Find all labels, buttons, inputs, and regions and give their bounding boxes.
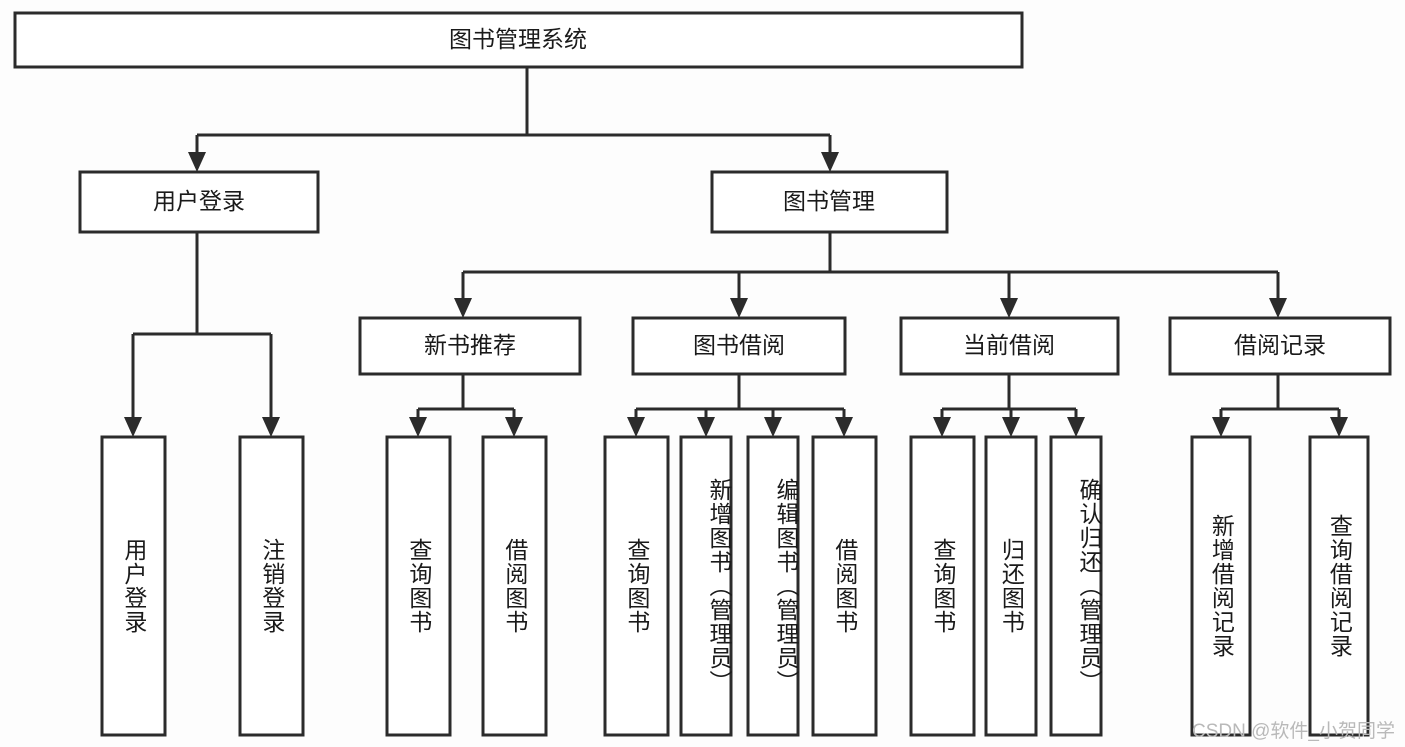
node-book-manage[interactable]: 图书管理: [710, 170, 949, 234]
edge-borrowrecord-to-leaves: [1212, 374, 1348, 437]
node-borrow-record-label: 借阅记录: [1234, 332, 1326, 358]
node-leaf-query-book-3[interactable]: [909, 435, 976, 737]
node-leaf-query-book-1[interactable]: [385, 435, 452, 737]
node-new-book-recommend-label: 新书推荐: [424, 332, 516, 358]
node-leaf-add-borrow-record[interactable]: [1190, 435, 1252, 737]
node-leaf-query-borrow-record[interactable]: [1308, 435, 1370, 737]
node-leaf-user-login[interactable]: [100, 435, 167, 737]
edge-currentborrow-to-leaves: [933, 374, 1085, 437]
node-leaf-confirm-return-admin[interactable]: [1049, 435, 1103, 737]
edge-bookborrow-to-leaves: [627, 374, 853, 437]
node-root-label: 图书管理系统: [449, 26, 587, 52]
node-root[interactable]: 图书管理系统: [13, 11, 1024, 69]
csdn-watermark: CSDN @软件_小贺同学: [1192, 721, 1395, 742]
node-leaf-add-book-admin[interactable]: [679, 435, 733, 737]
node-leaf-return-book[interactable]: [984, 435, 1038, 737]
node-leaf-query-book-2[interactable]: [603, 435, 670, 737]
edge-userlogin-to-leaves: [124, 232, 280, 437]
node-book-manage-label: 图书管理: [783, 188, 875, 214]
node-leaf-borrow-book-1[interactable]: [481, 435, 548, 737]
node-current-borrow-label: 当前借阅: [963, 332, 1055, 358]
node-current-borrow[interactable]: 当前借阅: [899, 316, 1120, 376]
node-user-login-label: 用户登录: [153, 188, 245, 214]
node-leaf-borrow-book-2[interactable]: [811, 435, 878, 737]
node-borrow-record[interactable]: 借阅记录: [1168, 316, 1392, 376]
node-book-borrow[interactable]: 图书借阅: [631, 316, 847, 376]
node-leaf-logout[interactable]: [238, 435, 305, 737]
node-leaf-edit-book-admin[interactable]: [746, 435, 800, 737]
node-user-login[interactable]: 用户登录: [78, 170, 320, 234]
edge-root-to-level2: [188, 67, 839, 172]
node-new-book-recommend[interactable]: 新书推荐: [358, 316, 582, 376]
edge-newbook-to-leaves: [409, 374, 523, 437]
edge-bookmanage-to-level3: [454, 232, 1287, 318]
node-book-borrow-label: 图书借阅: [693, 332, 785, 358]
